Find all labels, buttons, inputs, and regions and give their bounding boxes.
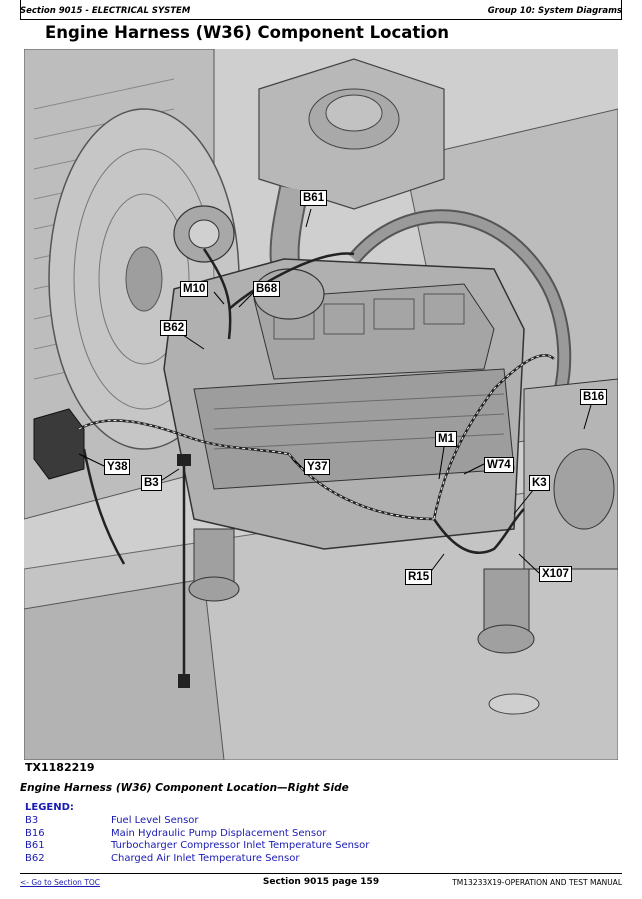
callout-b16: B16 — [580, 389, 608, 405]
page-title: Engine Harness (W36) Component Location — [45, 23, 450, 42]
header-group: Group 10: System Diagrams — [487, 6, 622, 16]
engine-illustration — [24, 49, 618, 760]
manual-title: TM13233X19-OPERATION AND TEST MANUAL — [452, 878, 622, 887]
callout-y38: Y38 — [104, 459, 131, 475]
engine-diagram: B61 M10 B68 B62 B16 M1 W74 Y38 B3 Y37 K3… — [24, 49, 618, 760]
footer-rule — [20, 873, 622, 874]
callout-w74: W74 — [484, 457, 514, 473]
figure-caption: Engine Harness (W36) Component Location—… — [20, 782, 349, 794]
legend-heading: LEGEND: — [25, 802, 74, 813]
header-rule — [20, 19, 622, 20]
legend-code: B61 — [25, 840, 45, 851]
callout-m1: M1 — [435, 431, 457, 447]
legend-code: B16 — [25, 827, 45, 839]
callout-x107: X107 — [539, 566, 572, 582]
legend-desc: Fuel Level Sensor — [111, 815, 199, 826]
callout-m10: M10 — [180, 281, 209, 297]
page-number: Section 9015 page 159 — [262, 877, 380, 887]
legend-desc: Turbocharger Compressor Inlet Temperatur… — [111, 840, 370, 851]
legend-code: B62 — [25, 852, 45, 864]
callout-b61: B61 — [300, 190, 328, 206]
callout-b68: B68 — [253, 281, 281, 297]
header-tick-left — [20, 0, 21, 20]
callout-y37: Y37 — [304, 459, 331, 475]
legend-code: B3 — [25, 815, 39, 826]
callout-k3: K3 — [529, 475, 550, 491]
page-header: Section 9015 - ELECTRICAL SYSTEM Group 1… — [0, 0, 642, 22]
figure-id: TX1182219 — [25, 761, 95, 774]
callout-r15: R15 — [405, 569, 433, 585]
legend-desc: Charged Air Inlet Temperature Sensor — [111, 852, 300, 864]
callout-b62: B62 — [160, 320, 188, 336]
legend-desc: Main Hydraulic Pump Displacement Sensor — [111, 827, 327, 839]
section-toc-link[interactable]: <- Go to Section TOC — [20, 878, 101, 887]
callout-b3: B3 — [141, 475, 162, 491]
header-tick-right — [621, 0, 622, 20]
header-section: Section 9015 - ELECTRICAL SYSTEM — [20, 6, 191, 16]
